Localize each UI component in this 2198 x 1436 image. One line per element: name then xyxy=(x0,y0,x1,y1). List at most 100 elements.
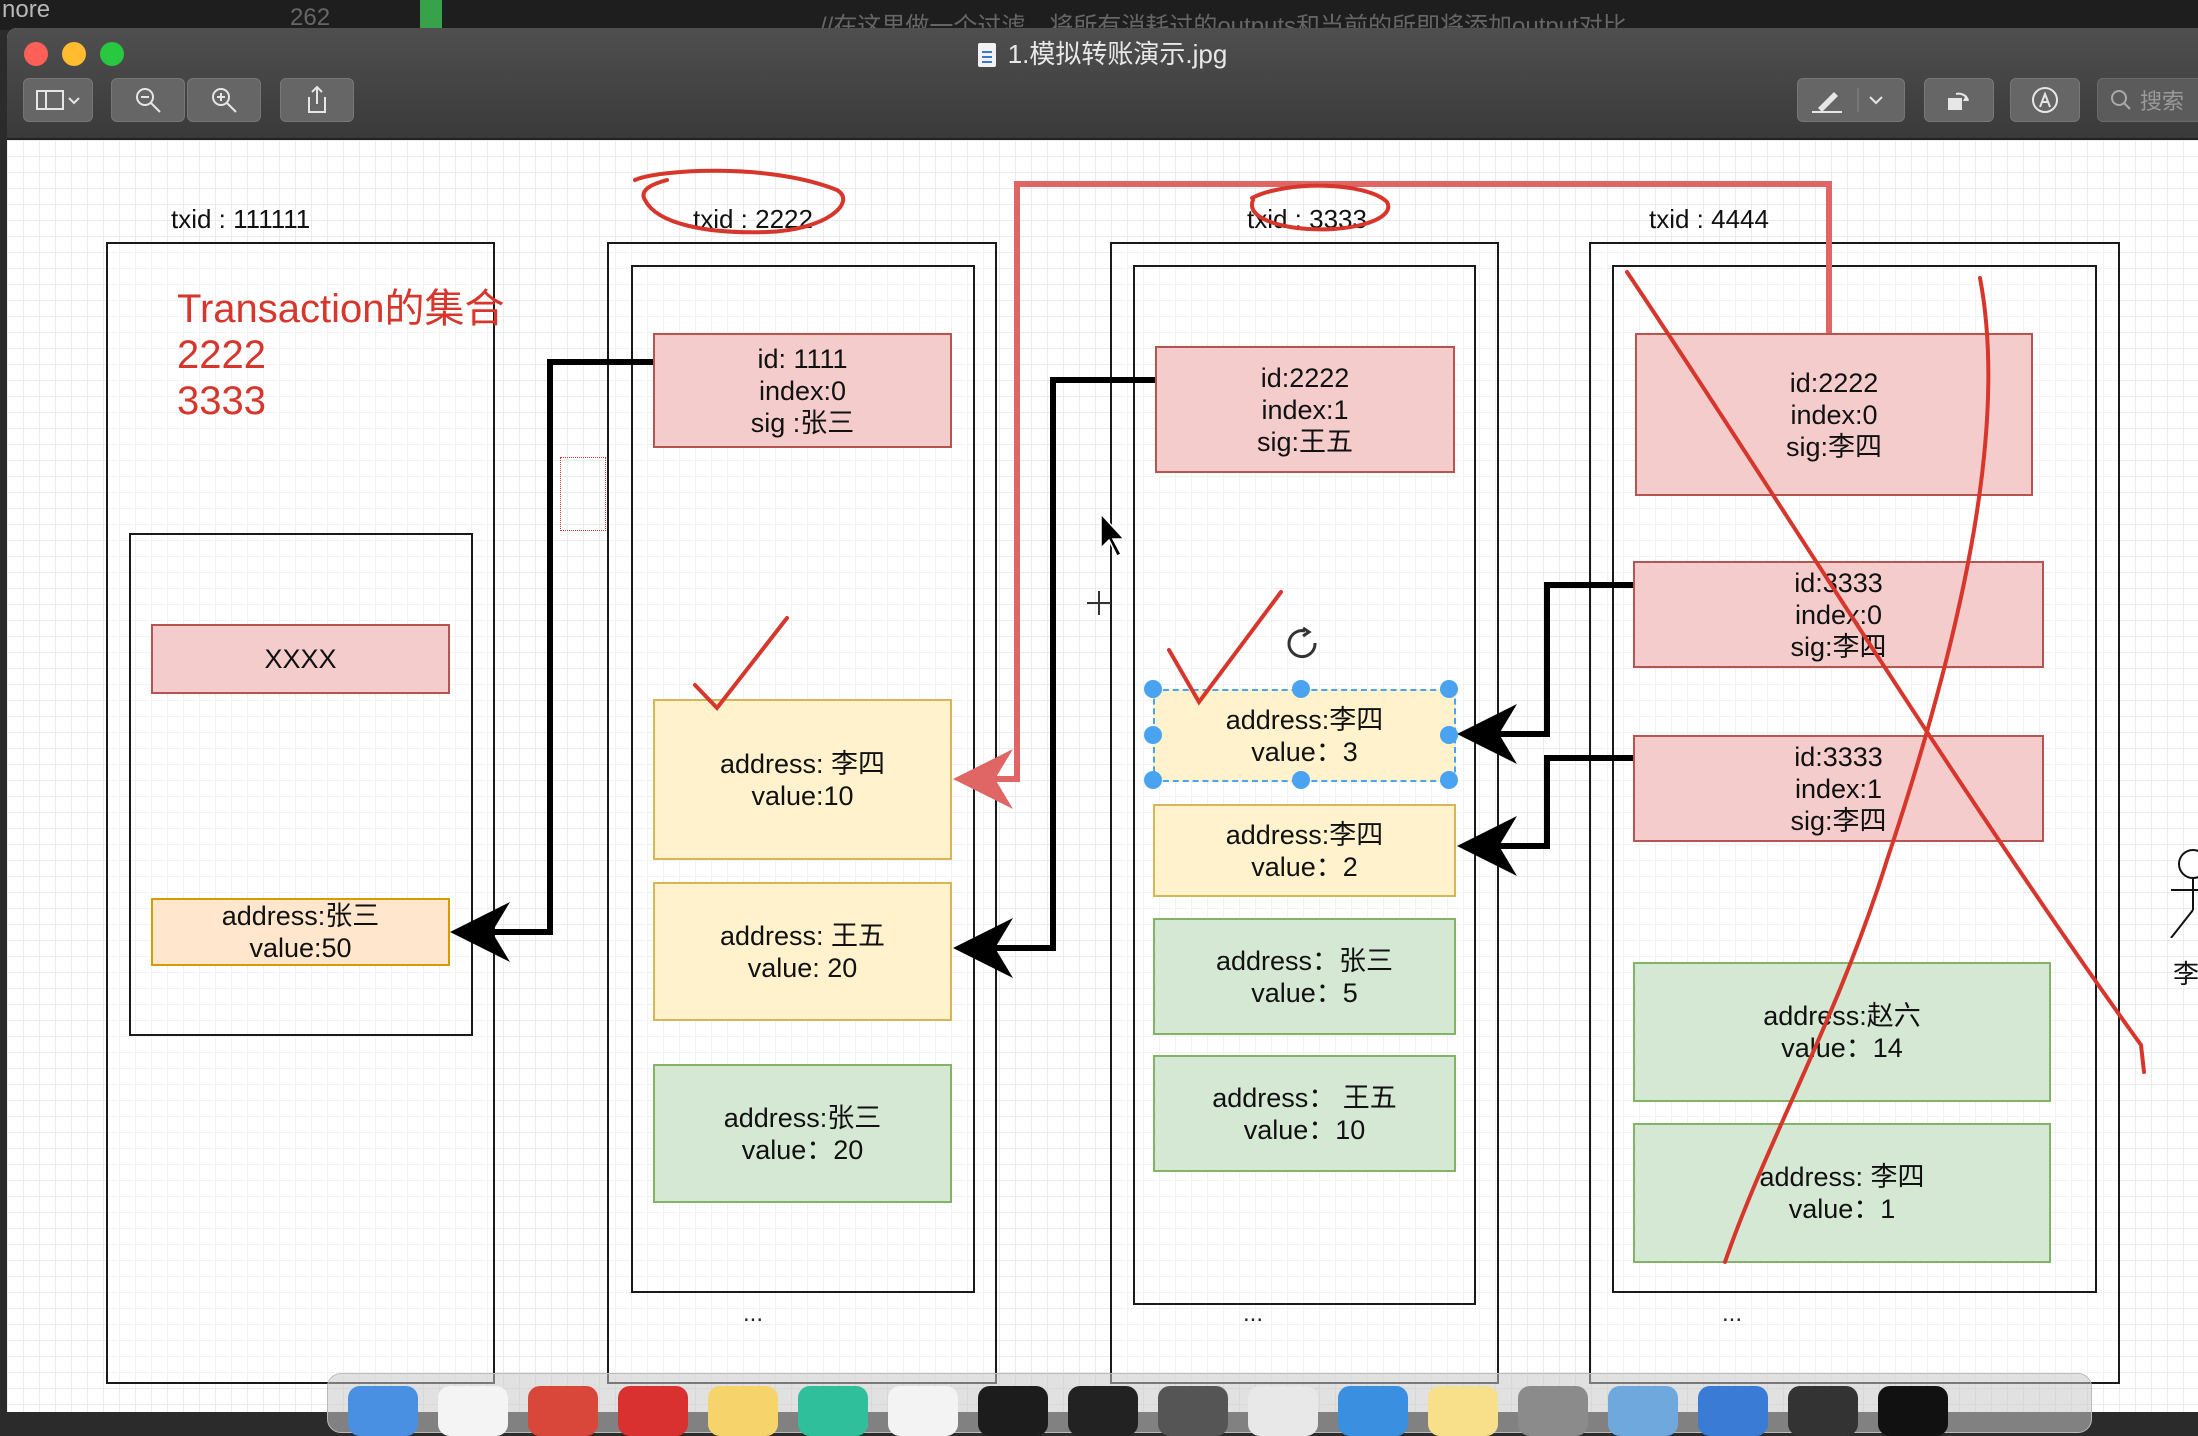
document-icon xyxy=(977,43,996,67)
block-line: id: 1111 xyxy=(757,343,848,374)
block-line: index:1 xyxy=(1794,773,1883,804)
desktop-background: nore 262 //在这里做一个过滤，将所有消耗过的outputs和当前的所即… xyxy=(0,0,2198,30)
block-line: id:3333 xyxy=(1794,567,1883,598)
window-title-text: 1.模拟转账演示.jpg xyxy=(1007,39,1228,69)
share-button[interactable] xyxy=(280,78,354,122)
tx1-label: txid : 111111 xyxy=(171,204,311,234)
title-bar: 1.模拟转账演示.jpg 搜索 xyxy=(7,28,2198,140)
dock-app-icon[interactable] xyxy=(798,1386,868,1436)
tx3-ellipsis: ... xyxy=(1243,1300,1264,1327)
block-line: address: 李四 xyxy=(719,748,886,779)
tx1-input-block[interactable]: XXXX xyxy=(151,624,450,694)
block-line: index:1 xyxy=(1261,394,1349,425)
minimize-button[interactable] xyxy=(62,42,86,66)
block-line: value: 20 xyxy=(747,952,858,983)
dock-app-icon[interactable] xyxy=(348,1386,418,1436)
dock-app-icon[interactable] xyxy=(618,1386,688,1436)
rotate-button[interactable] xyxy=(1924,78,1994,122)
close-button[interactable] xyxy=(24,42,48,66)
block-line: index:0 xyxy=(1794,599,1883,630)
dock-app-icon[interactable] xyxy=(1878,1386,1948,1436)
block-line: address:赵六 xyxy=(1763,1001,1921,1031)
search-field[interactable]: 搜索 xyxy=(2097,78,2198,122)
dock xyxy=(327,1373,2092,1436)
block-line: sig:王五 xyxy=(1256,426,1354,457)
dock-app-icon[interactable] xyxy=(708,1386,778,1436)
editor-gutter-marker xyxy=(420,0,442,30)
block-line: address： 王五 xyxy=(1212,1082,1397,1113)
dock-app-icon[interactable] xyxy=(978,1386,1048,1436)
dock-app-icon[interactable] xyxy=(1428,1386,1498,1436)
zoom-button[interactable] xyxy=(100,42,124,66)
tx4-ellipsis: ... xyxy=(1722,1300,1743,1327)
actor-label: 李四 xyxy=(2173,959,2198,989)
dock-app-icon[interactable] xyxy=(1788,1386,1858,1436)
zoom-in-button[interactable] xyxy=(187,78,261,122)
block-line: value：2 xyxy=(1251,851,1358,882)
zoom-out-button[interactable] xyxy=(111,78,185,122)
dock-app-icon[interactable] xyxy=(1608,1386,1678,1436)
block-line: address: 王五 xyxy=(719,920,886,951)
dock-app-icon[interactable] xyxy=(1518,1386,1588,1436)
block-line: address:张三 xyxy=(221,901,380,931)
block-line: address:李四 xyxy=(1225,704,1384,735)
stick-figure-icon xyxy=(2170,849,2198,939)
actor-figure: 李四 xyxy=(2165,848,2198,989)
tx2-label: txid : 2222 xyxy=(693,204,813,234)
search-placeholder: 搜索 xyxy=(2140,89,2185,114)
block-line: address:李四 xyxy=(1225,819,1384,850)
block-line: index:0 xyxy=(758,375,847,406)
rotate-icon xyxy=(1948,92,1969,110)
handwritten-note: Transaction的集合 2222 3333 xyxy=(177,286,505,424)
block-line: index:0 xyxy=(1790,399,1878,430)
block-line: address：张三 xyxy=(1215,945,1394,976)
dock-app-icon[interactable] xyxy=(1158,1386,1228,1436)
block-line: sig:李四 xyxy=(1790,805,1887,836)
dock-app-icon[interactable] xyxy=(888,1386,958,1436)
desktop-text: nore xyxy=(2,0,51,23)
sidebar-button[interactable] xyxy=(23,78,93,122)
block-line: address: 李四 xyxy=(1759,1162,1925,1192)
note-line-3: 3333 xyxy=(177,379,266,423)
code-comment: //在这里做一个过滤，将所有消耗过的outputs和当前的所即将添加output… xyxy=(820,13,1651,30)
block-line: XXXX xyxy=(264,644,337,674)
note-line-1: Transaction的集合 xyxy=(177,287,505,331)
block-line: sig:李四 xyxy=(1785,431,1883,462)
dock-app-icon[interactable] xyxy=(528,1386,598,1436)
annotate-icon xyxy=(2032,87,2058,113)
tx1-container xyxy=(106,242,495,1384)
block-line: value：1 xyxy=(1788,1194,1896,1224)
annotate-button[interactable] xyxy=(2010,78,2080,122)
block-line: value：5 xyxy=(1251,977,1358,1008)
tx2-ellipsis: ... xyxy=(743,1300,764,1327)
preview-window: 1.模拟转账演示.jpg 搜索 txid : 111111 xyxy=(7,28,2198,1412)
block-line: sig:李四 xyxy=(1790,631,1887,662)
dock-app-icon[interactable] xyxy=(1248,1386,1318,1436)
dock-app-icon[interactable] xyxy=(438,1386,508,1436)
tx4-label: txid : 4444 xyxy=(1649,204,1769,234)
markup-pen-icon xyxy=(1812,88,1883,113)
dock-app-icon[interactable] xyxy=(1068,1386,1138,1436)
dock-app-icon[interactable] xyxy=(1698,1386,1768,1436)
tx3-label: txid : 3333 xyxy=(1247,204,1367,234)
block-line: sig :张三 xyxy=(750,407,855,438)
dock-app-icon[interactable] xyxy=(1338,1386,1408,1436)
zoom-in-icon xyxy=(212,88,237,113)
markup-button[interactable] xyxy=(1797,78,1905,122)
block-line: value:10 xyxy=(751,780,854,811)
